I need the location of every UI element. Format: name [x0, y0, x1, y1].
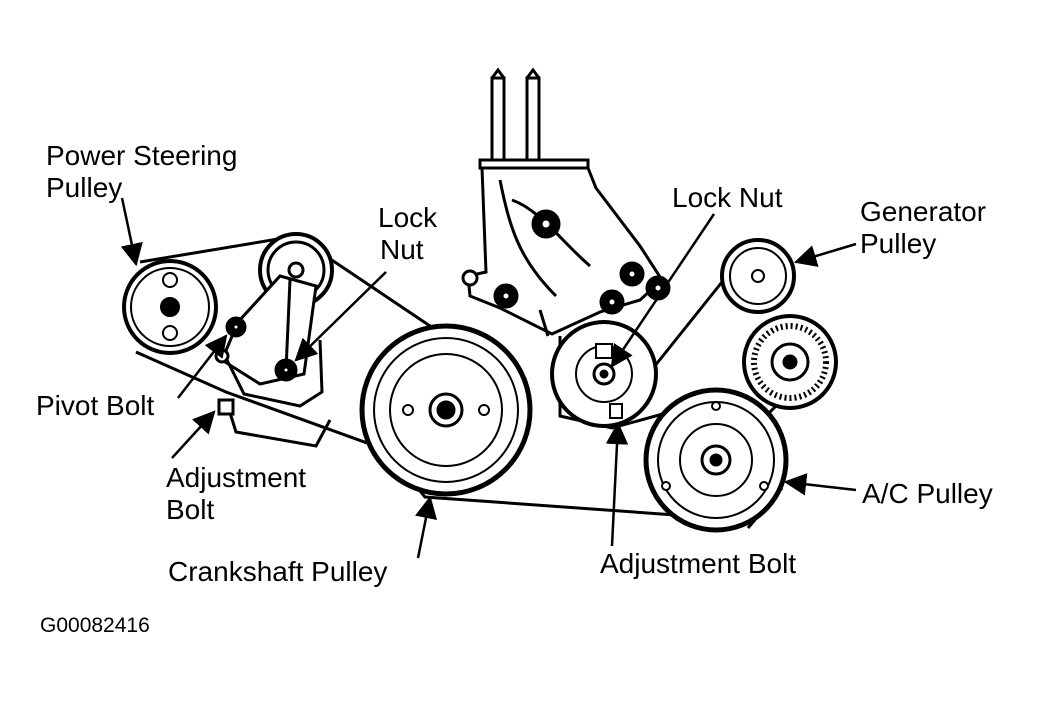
label-crankshaft-pulley: Crankshaft Pulley [168, 556, 388, 587]
label-generator-line2: Pulley [860, 228, 937, 259]
bracket-bolts [461, 209, 671, 315]
ac-pulley [643, 387, 789, 533]
label-adjustment-left-line2: Bolt [166, 494, 215, 525]
figure-code: G00082416 [40, 614, 150, 637]
label-pivot-bolt: Pivot Bolt [36, 390, 155, 421]
arrow-power-steering [120, 197, 143, 267]
generator-fan [742, 314, 838, 410]
label-ac-pulley: A/C Pulley [862, 478, 993, 509]
arrow-ac-pulley [783, 473, 857, 496]
label-power-steering-line2: Pulley [46, 172, 123, 203]
label-lock-nut-left-line1: Lock [378, 202, 438, 233]
label-adjustment-right: Adjustment Bolt [600, 548, 797, 579]
leader-arrows [120, 197, 857, 559]
power-steering-pulley [122, 259, 218, 355]
generator-pulley [720, 238, 796, 314]
arrow-pivot-bolt [177, 334, 228, 399]
center-tensioner-pulley [550, 320, 658, 428]
label-adjustment-left-line1: Adjustment [166, 462, 307, 493]
label-lock-nut-left-line2: Nut [380, 234, 424, 265]
arrow-crankshaft [414, 495, 438, 559]
label-power-steering-line1: Power Steering [46, 140, 238, 171]
label-lock-nut-right: Lock Nut [672, 182, 783, 213]
arrow-generator [793, 242, 857, 267]
label-generator-line1: Generator [860, 196, 987, 227]
arrow-adjustment-left [171, 410, 216, 459]
arrow-adjustment-right [605, 421, 629, 547]
arrow-lock-nut-left [294, 271, 387, 362]
arrow-lock-nut-right [610, 213, 716, 368]
crankshaft-pulley [359, 323, 533, 497]
left-tensioner [214, 232, 334, 448]
